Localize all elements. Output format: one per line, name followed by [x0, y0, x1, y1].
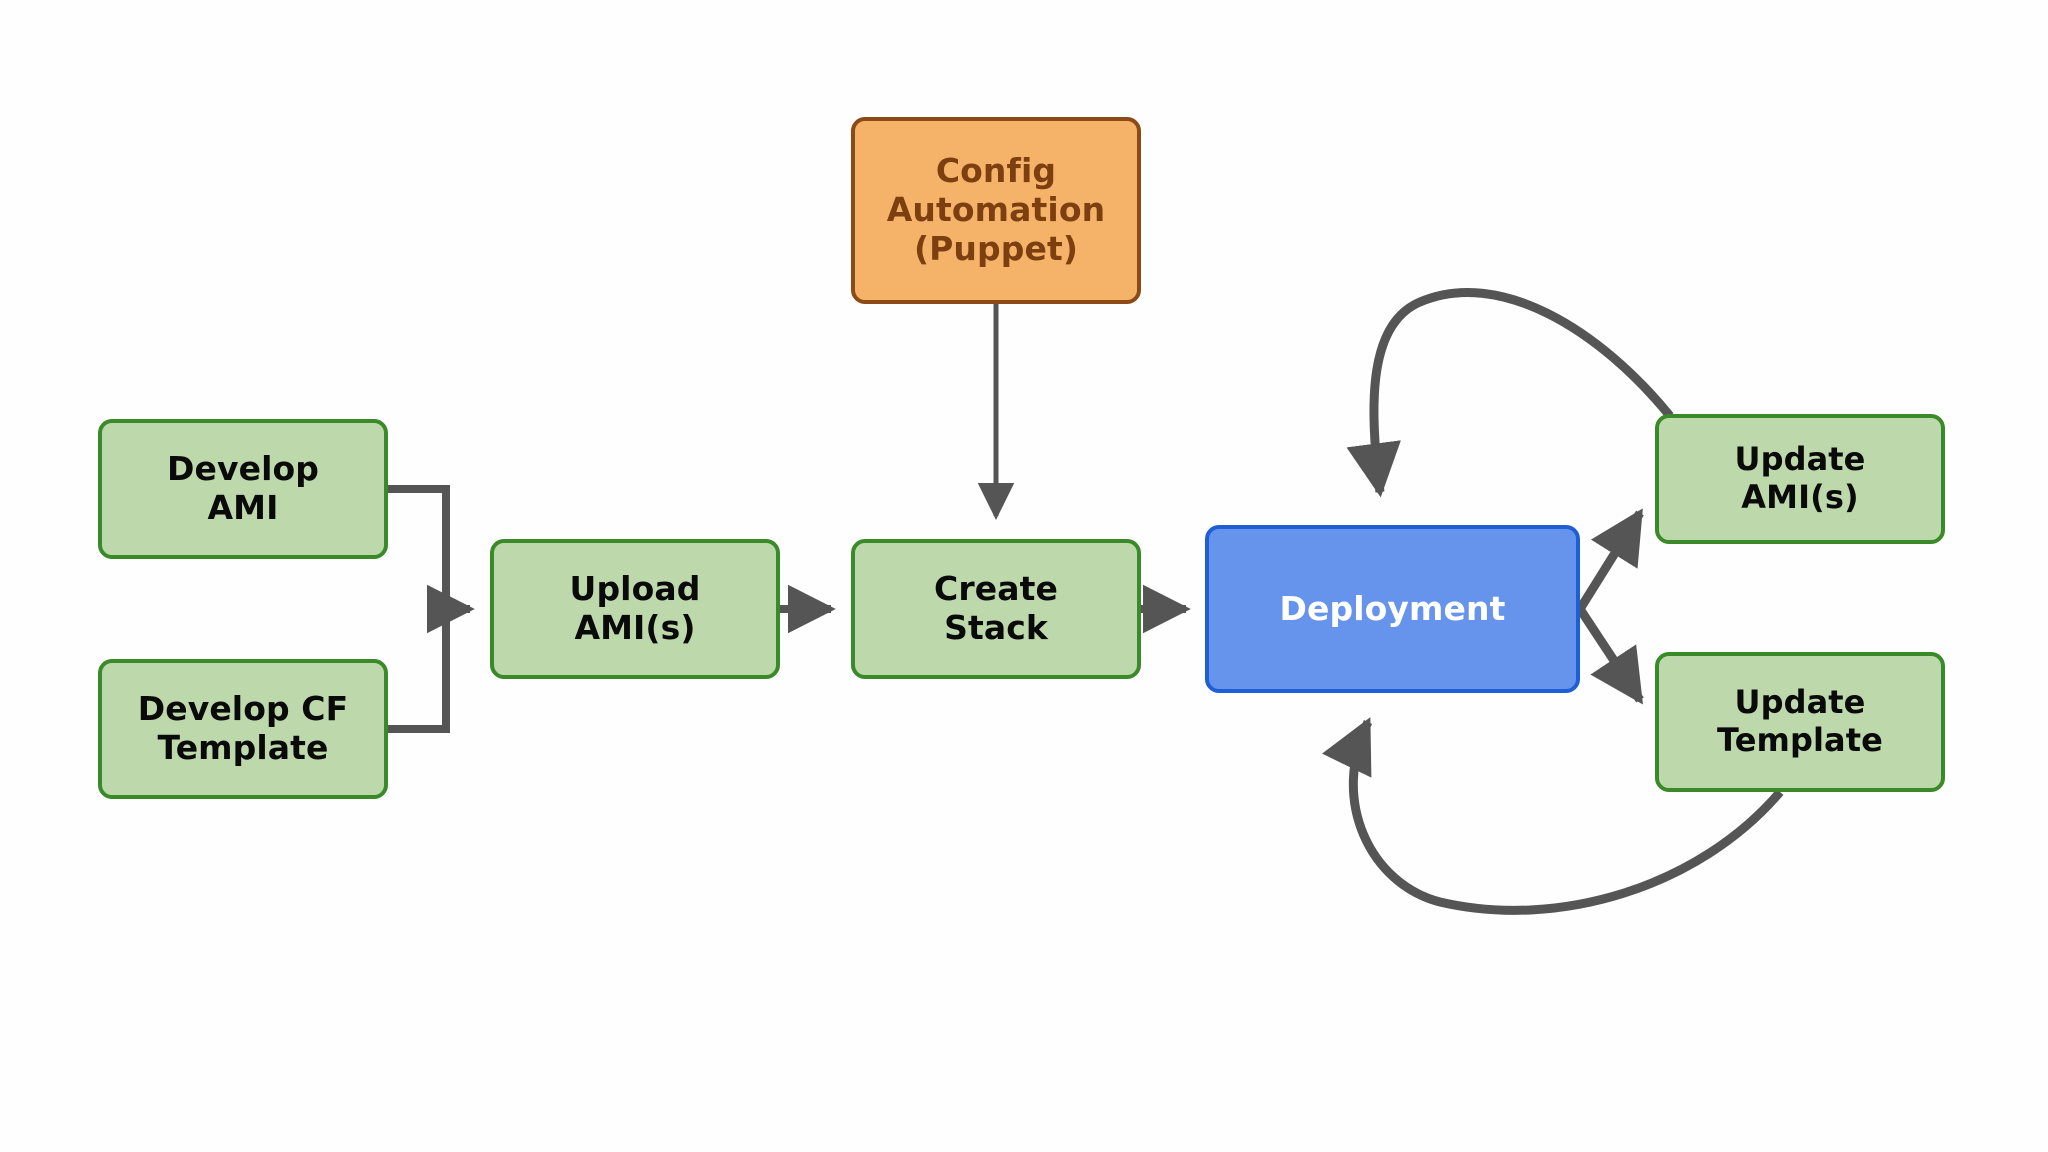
node-develop-cf-template[interactable]: Develop CF Template	[98, 659, 388, 799]
edge-update-amis-to-deployment	[1346, 288, 1674, 498]
node-update-template[interactable]: Update Template	[1655, 652, 1945, 792]
edge-deployment-to-update-amis	[1576, 508, 1644, 612]
node-update-amis[interactable]: Update AMI(s)	[1655, 414, 1945, 544]
node-deployment[interactable]: Deployment	[1205, 525, 1580, 693]
node-upload-amis[interactable]: Upload AMI(s)	[490, 539, 780, 679]
edge-develop-cf-to-upload	[388, 609, 450, 733]
node-develop-ami[interactable]: Develop AMI	[98, 419, 388, 559]
node-config-automation-puppet[interactable]: Config Automation (Puppet)	[851, 117, 1141, 304]
edge-deployment-to-update-template	[1576, 606, 1644, 705]
node-create-stack[interactable]: Create Stack	[851, 539, 1141, 679]
edge-develop-ami-to-upload	[388, 485, 450, 609]
